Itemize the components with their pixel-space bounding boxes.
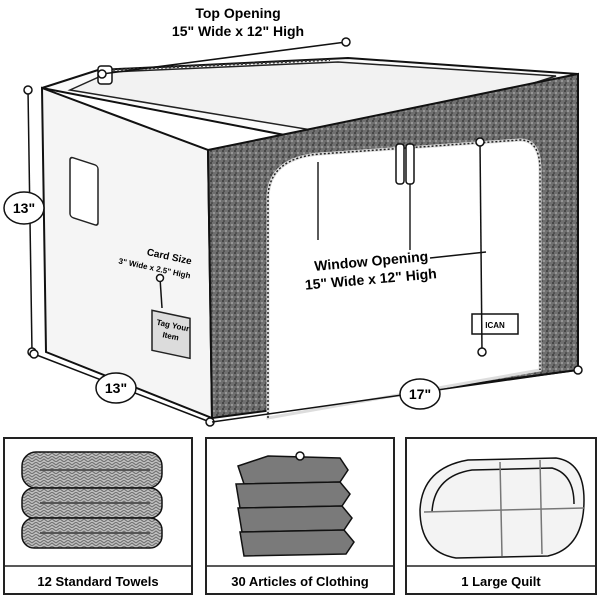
top-opening-title: Top Opening: [195, 5, 280, 21]
zipper-pull: [405, 143, 415, 185]
card-holder: [151, 309, 191, 360]
side-handle: [69, 156, 99, 226]
zipper-pull: [395, 143, 405, 185]
height-label: 13": [3, 191, 45, 225]
folded-towels-icon: [21, 451, 163, 549]
svg-text:Item: Item: [162, 330, 180, 342]
folded-clothing-icon: [235, 451, 355, 557]
logo-text: ICAN: [485, 321, 505, 330]
svg-text:13": 13": [13, 200, 35, 216]
panel-caption: 30 Articles of Clothing: [231, 574, 369, 589]
logo-tag: [471, 313, 519, 335]
depth-label: 13": [95, 372, 137, 404]
panel-clothing: 30 Articles of Clothing: [205, 437, 395, 595]
panel-caption: 12 Standard Towels: [37, 574, 158, 589]
quilt-icon: [419, 457, 585, 559]
svg-text:17": 17": [409, 386, 431, 402]
svg-text:13": 13": [105, 380, 127, 396]
width-label: 17": [399, 378, 441, 410]
panel-towels: 12 Standard Towels: [3, 437, 193, 595]
top-opening-size: 15" Wide x 12" High: [172, 23, 304, 39]
panel-quilt: 1 Large Quilt: [405, 437, 597, 595]
panel-caption: 1 Large Quilt: [461, 574, 541, 589]
window-zipper: [267, 139, 541, 418]
storage-box: ICAN: [40, 56, 579, 420]
